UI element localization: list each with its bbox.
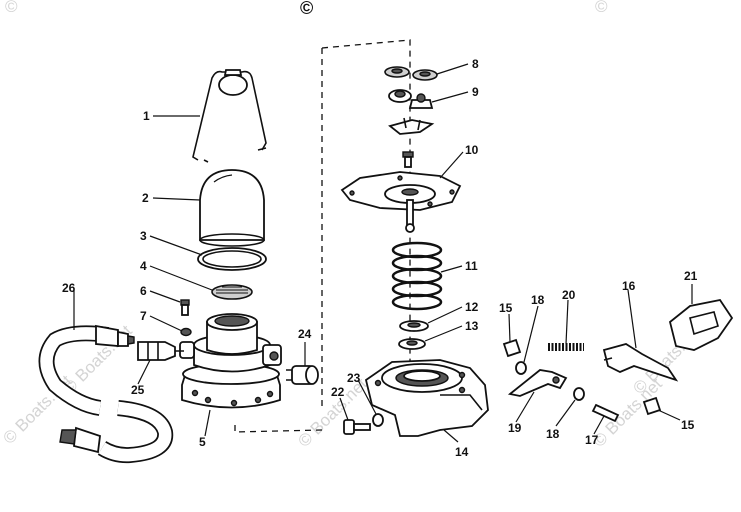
part-23-lock-washer bbox=[372, 413, 384, 427]
part-19-lever bbox=[507, 369, 568, 397]
part-11-spring bbox=[391, 241, 443, 311]
retainer-screw bbox=[402, 151, 414, 168]
callout-label: 1 bbox=[143, 109, 150, 123]
callout-label: 21 bbox=[684, 269, 698, 283]
part-15-clip bbox=[642, 396, 662, 416]
callout-label: 22 bbox=[331, 385, 345, 399]
part-6-screw bbox=[180, 299, 190, 316]
callout-label: 15 bbox=[681, 418, 695, 432]
callout-label: 15 bbox=[499, 301, 513, 315]
part-4-screen bbox=[211, 284, 253, 300]
part-12-seal bbox=[399, 320, 429, 332]
part-24-plug bbox=[286, 365, 319, 385]
callout-label: 19 bbox=[508, 421, 522, 435]
callout-label: 24 bbox=[298, 327, 312, 341]
part-2-bowl bbox=[199, 169, 265, 247]
part-25-fitting bbox=[137, 341, 184, 361]
callout-label: 5 bbox=[199, 435, 206, 449]
callout-label: 2 bbox=[142, 191, 149, 205]
part-5-pump-body bbox=[179, 313, 282, 409]
callout-labels: 1 2 3 4 5 6 7 8 9 10 11 12 13 14 15 15 1… bbox=[62, 57, 698, 459]
part-15-clip bbox=[502, 338, 522, 358]
watermark: © bbox=[5, 0, 18, 16]
part-26-hose bbox=[38, 324, 174, 464]
callout-label: 12 bbox=[465, 300, 479, 314]
callout-label: 26 bbox=[62, 281, 76, 295]
callout-label: 4 bbox=[140, 259, 147, 273]
leader-lines bbox=[73, 63, 693, 443]
callout-label: 10 bbox=[465, 143, 479, 157]
callout-label: 3 bbox=[140, 229, 147, 243]
assembly-guide-line bbox=[234, 39, 411, 433]
watermark: © bbox=[595, 0, 608, 16]
part-21-gasket bbox=[668, 298, 734, 351]
callout-label: 9 bbox=[472, 85, 479, 99]
valve-retainer bbox=[388, 117, 435, 135]
callout-label: 14 bbox=[455, 445, 469, 459]
part-14-housing bbox=[364, 359, 489, 437]
callout-label: 11 bbox=[465, 259, 478, 273]
part-17-pin bbox=[591, 403, 620, 423]
callout-label: 25 bbox=[131, 383, 145, 397]
part-16-rocker-arm bbox=[602, 343, 679, 382]
part-13-retainer bbox=[398, 338, 426, 350]
callout-label: 20 bbox=[562, 288, 576, 302]
callout-label: 17 bbox=[585, 433, 599, 447]
part-8-washers bbox=[384, 66, 438, 81]
part-18-washer bbox=[573, 387, 585, 401]
callout-label: 7 bbox=[140, 309, 147, 323]
callout-label: 18 bbox=[546, 427, 560, 441]
part-3-gasket bbox=[197, 247, 267, 271]
callout-label: 13 bbox=[465, 319, 479, 333]
part-18-washer bbox=[515, 361, 527, 375]
callout-label: 6 bbox=[140, 284, 147, 298]
part-9-valves bbox=[388, 89, 434, 109]
callout-label: 8 bbox=[472, 57, 479, 71]
part-7-washer bbox=[180, 327, 192, 337]
callout-label: 18 bbox=[531, 293, 545, 307]
callout-label: 16 bbox=[622, 279, 636, 293]
copyright-symbol: © bbox=[300, 0, 313, 18]
part-10-diaphragm bbox=[340, 171, 462, 233]
part-1-bail bbox=[192, 69, 267, 163]
part-22-bolt bbox=[343, 419, 371, 435]
callout-label: 23 bbox=[347, 371, 361, 385]
